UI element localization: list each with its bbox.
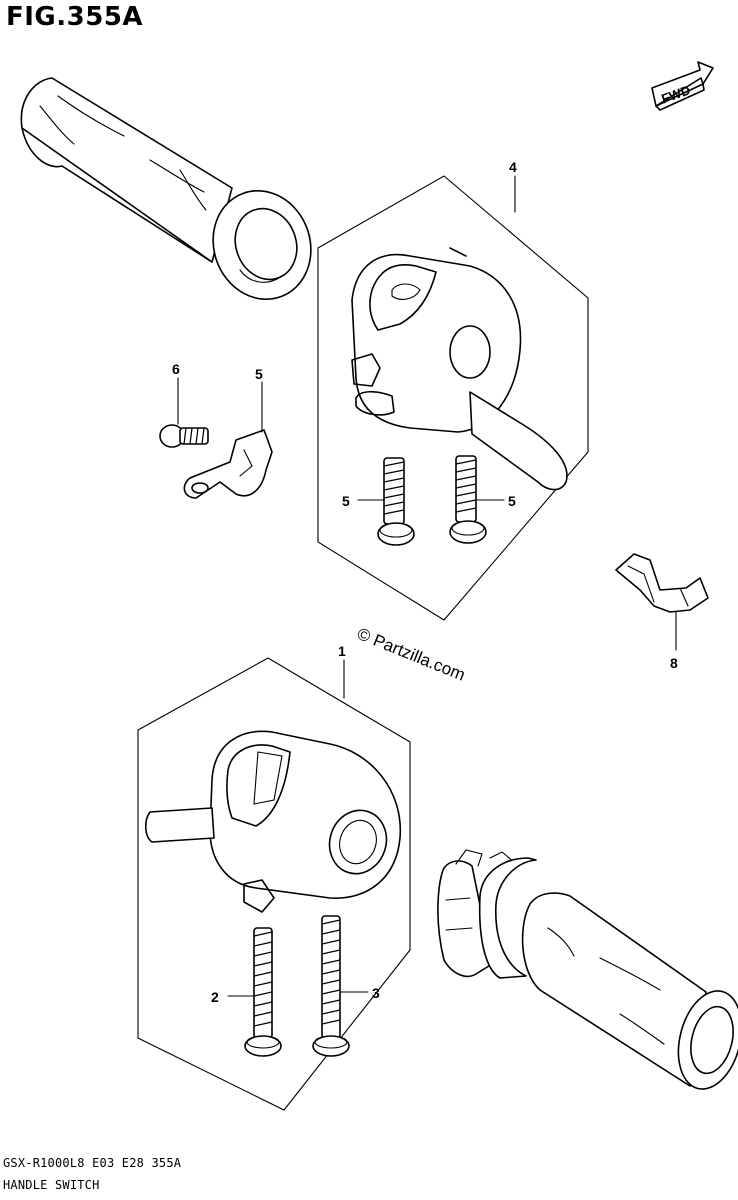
left-grip-part	[20, 77, 312, 301]
left-switch-body	[144, 730, 402, 913]
callout-3: 3	[372, 985, 380, 1001]
clip-8-part	[615, 553, 709, 613]
assembly-4-outline	[317, 175, 589, 621]
screw-5-left	[377, 457, 415, 546]
callout-5-right: 5	[508, 493, 516, 509]
bracket-6-part	[183, 429, 273, 499]
callout-2: 2	[211, 989, 219, 1005]
right-switch-body	[351, 247, 568, 491]
callout-1: 1	[338, 643, 346, 659]
assembly-1-outline	[137, 657, 411, 1111]
callout-7: 6	[172, 361, 180, 377]
callout-8: 8	[670, 655, 678, 671]
callout-5-left: 5	[342, 493, 350, 509]
callout-4: 4	[509, 159, 517, 175]
screw-5-right	[449, 455, 487, 544]
footer-section-name: HANDLE SWITCH	[3, 1178, 100, 1192]
throttle-grip-part	[437, 849, 738, 1090]
watermark: © Partzilla.com	[355, 624, 468, 685]
screw-3-part	[312, 915, 350, 1057]
callout-6: 5	[255, 366, 263, 382]
screw-2-part	[244, 927, 282, 1057]
footer-model-code: GSX-R1000L8 E03 E28 355A	[3, 1156, 182, 1170]
figure-title: FIG.355A	[6, 2, 144, 32]
fwd-arrow-icon: FWD	[651, 61, 714, 111]
bolt-7-part	[159, 424, 209, 448]
